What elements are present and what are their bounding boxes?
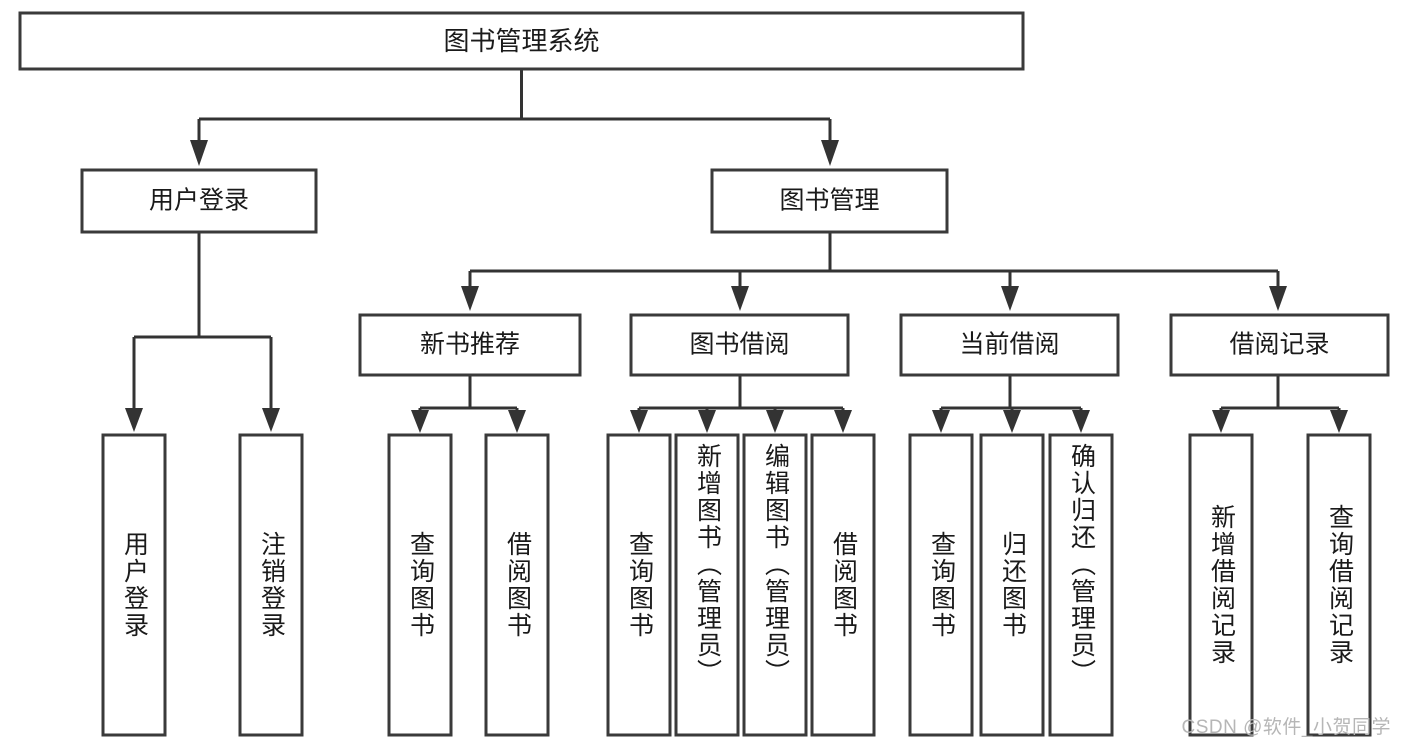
leaf-boxes <box>101 433 1372 737</box>
arrow-head-leaf-confirm-return <box>1072 410 1090 433</box>
connector-group-book-manage <box>461 232 1287 311</box>
node-root-box[interactable] <box>18 11 1025 71</box>
connector-group-user-login <box>125 232 280 432</box>
arrow-head-current-borrow <box>1001 286 1019 311</box>
leaf-box-return-book[interactable] <box>979 433 1045 737</box>
node-root[interactable]: 图书管理系统 <box>18 11 1025 71</box>
leaf-box-edit-book[interactable] <box>742 433 808 737</box>
node-book-manage-label: 图书管理 <box>779 187 879 215</box>
connector-group-new-book-rec <box>411 375 526 433</box>
node-new-book-rec[interactable]: 新书推荐 <box>358 313 582 377</box>
arrow-head-leaf-borrow-book <box>834 410 852 433</box>
node-user-login[interactable]: 用户登录 <box>80 168 318 234</box>
leaf-box-query-book-borrow[interactable] <box>606 433 672 737</box>
leaf-box-borrow-book-rec[interactable] <box>484 433 550 737</box>
arrow-head-leaf-borrow-book-rec <box>508 410 526 433</box>
leaf-box-borrow-book[interactable] <box>810 433 876 737</box>
arrow-head-user-login <box>190 140 208 166</box>
arrow-head-book-manage <box>821 140 839 166</box>
arrow-head-leaf-query-record <box>1330 410 1348 433</box>
connector-group-root <box>190 69 839 166</box>
node-root-label: 图书管理系统 <box>443 26 599 56</box>
watermark-text: CSDN @软件_小贺同学 <box>1181 717 1391 738</box>
arrow-head-leaf-return-book <box>1003 410 1021 433</box>
node-borrow-record[interactable]: 借阅记录 <box>1169 313 1390 377</box>
arrow-head-leaf-add-book <box>698 410 716 433</box>
node-book-borrow-box[interactable] <box>629 313 850 377</box>
node-book-borrow-label: 图书借阅 <box>689 331 789 359</box>
arrow-head-borrow-record <box>1269 286 1287 311</box>
leaf-box-add-book[interactable] <box>674 433 740 737</box>
leaf-box-query-book-rec[interactable] <box>387 433 453 737</box>
arrow-head-leaf-user-logout <box>262 408 280 432</box>
node-user-login-box[interactable] <box>80 168 318 234</box>
node-book-manage-box[interactable] <box>710 168 949 234</box>
arrow-head-new-book-rec <box>461 286 479 311</box>
arrow-head-leaf-user-login <box>125 408 143 432</box>
node-current-borrow[interactable]: 当前借阅 <box>899 313 1120 377</box>
leaf-box-confirm-return[interactable] <box>1048 433 1114 737</box>
node-borrow-record-box[interactable] <box>1169 313 1390 377</box>
node-current-borrow-box[interactable] <box>899 313 1120 377</box>
leaf-box-user-login[interactable] <box>101 433 167 737</box>
connector-group-borrow-record <box>1212 375 1348 433</box>
arrow-head-leaf-query-book-rec <box>411 410 429 433</box>
arrow-head-leaf-edit-book <box>766 410 784 433</box>
arrow-head-leaf-query-book-cur <box>932 410 950 433</box>
arrow-head-leaf-query-book-borrow <box>630 410 648 433</box>
connector-group-current-borrow <box>932 375 1090 433</box>
node-new-book-rec-box[interactable] <box>358 313 582 377</box>
node-current-borrow-label: 当前借阅 <box>959 331 1059 359</box>
arrow-head-book-borrow <box>731 286 749 311</box>
node-new-book-rec-label: 新书推荐 <box>420 331 520 359</box>
leaf-box-user-logout[interactable] <box>238 433 304 737</box>
node-book-manage[interactable]: 图书管理 <box>710 168 949 234</box>
leaf-box-query-record[interactable] <box>1306 433 1372 737</box>
connector-group-book-borrow <box>630 375 852 433</box>
node-user-login-label: 用户登录 <box>149 187 249 215</box>
node-book-borrow[interactable]: 图书借阅 <box>629 313 850 377</box>
leaf-box-add-record[interactable] <box>1188 433 1254 737</box>
arrow-head-leaf-add-record <box>1212 410 1230 433</box>
leaf-box-query-book-cur[interactable] <box>908 433 974 737</box>
node-borrow-record-label: 借阅记录 <box>1229 331 1329 359</box>
